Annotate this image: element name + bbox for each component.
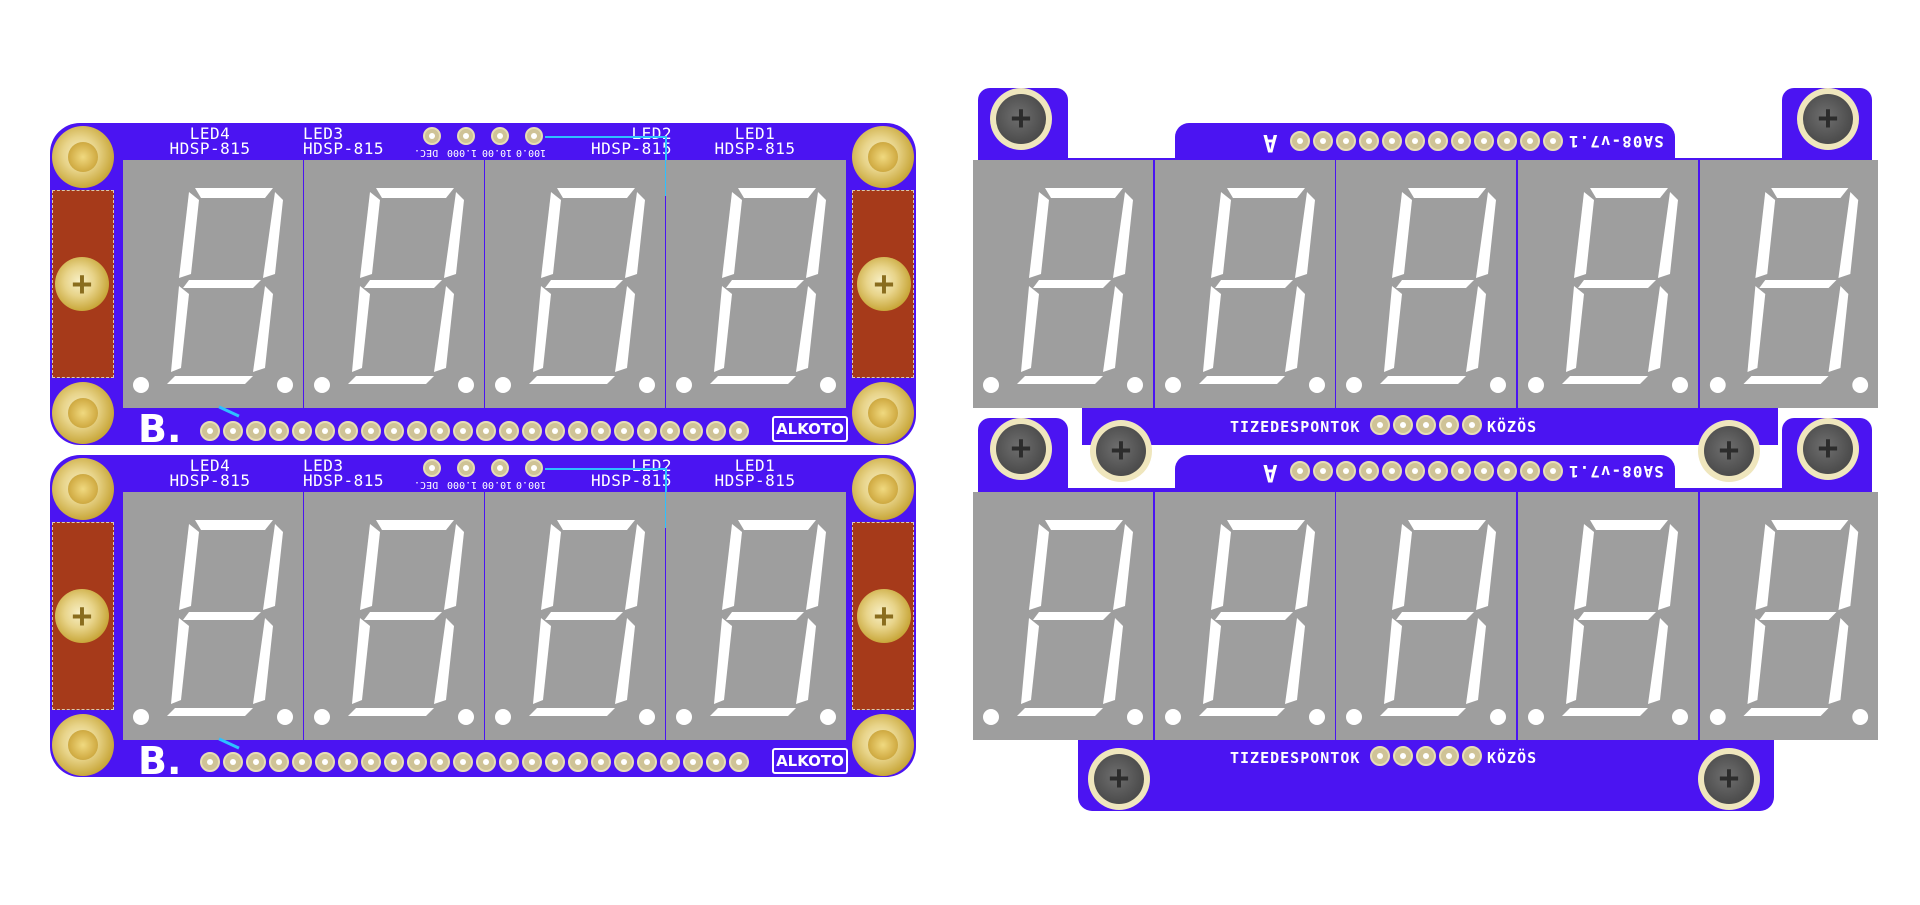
- screw-icon: +: [990, 418, 1052, 480]
- seven-segment-digit: [123, 492, 303, 740]
- header-pins: [200, 421, 770, 443]
- mounting-hole: [52, 458, 114, 520]
- dec-label: 100.0: [516, 147, 547, 158]
- trace: [545, 468, 665, 470]
- screw-icon: +: [1088, 748, 1150, 810]
- header-pins: [1290, 461, 1563, 483]
- screw-icon: +: [857, 589, 911, 643]
- screw-icon: +: [1698, 420, 1760, 482]
- version-label: SA08-v7.1: [1568, 462, 1664, 481]
- kozos-label: KÖZÖS: [1487, 418, 1538, 436]
- side-letter: B.: [138, 739, 182, 783]
- header-pins: [1290, 131, 1563, 153]
- dec-label: DEC.: [414, 147, 439, 158]
- seven-segment-digit: [666, 160, 846, 408]
- screw-icon: +: [1797, 418, 1859, 480]
- mounting-hole: [852, 126, 914, 188]
- dec-pin: [491, 127, 509, 145]
- tizedespontok-label: TIZEDESPONTOK: [1230, 418, 1361, 436]
- mounting-hole: [52, 126, 114, 188]
- mounting-hole: [52, 382, 114, 444]
- screw-icon: +: [1698, 748, 1760, 810]
- dec-label: 10.00: [482, 479, 513, 490]
- seven-segment-digit: [123, 160, 303, 408]
- seven-segment-digit: [1518, 160, 1698, 408]
- seven-segment-digit: [304, 160, 484, 408]
- trace: [545, 136, 665, 138]
- seven-segment-digit: [1336, 160, 1516, 408]
- seven-segment-digit: [1336, 492, 1516, 740]
- seven-segment-digit: [304, 492, 484, 740]
- seven-segment-digit: [1155, 160, 1335, 408]
- dec-label: 1.000: [447, 479, 478, 490]
- seven-segment-digit: [1155, 492, 1335, 740]
- screw-icon: +: [55, 589, 109, 643]
- seven-segment-digit: [973, 492, 1153, 740]
- side-letter: A: [1262, 129, 1278, 157]
- dec-label: 100.0: [516, 479, 547, 490]
- dec-pin: [457, 127, 475, 145]
- dec-label: 10.00: [482, 147, 513, 158]
- seven-segment-digit: [973, 160, 1153, 408]
- side-letter: A: [1262, 459, 1278, 487]
- seven-segment-digit: [485, 492, 665, 740]
- mounting-hole: [852, 458, 914, 520]
- screw-icon: +: [55, 257, 109, 311]
- dec-label: 1.000: [447, 147, 478, 158]
- screw-icon: +: [1797, 88, 1859, 150]
- alkoto-logo: ALKOTO: [772, 748, 848, 774]
- seven-segment-digit: [1700, 492, 1878, 740]
- mounting-hole: [52, 714, 114, 776]
- decimal-pins: [1370, 415, 1485, 437]
- dec-label: DEC.: [414, 479, 439, 490]
- screw-icon: +: [1090, 420, 1152, 482]
- version-label: SA08-v7.1: [1568, 132, 1664, 151]
- mounting-hole: [852, 714, 914, 776]
- decimal-pins: [1370, 746, 1485, 768]
- seven-segment-digit: [666, 492, 846, 740]
- dec-pin: [457, 459, 475, 477]
- mounting-hole: [852, 382, 914, 444]
- tizedespontok-label: TIZEDESPONTOK: [1230, 749, 1361, 767]
- screw-icon: +: [990, 88, 1052, 150]
- dec-pin: [423, 127, 441, 145]
- header-pins: [200, 752, 770, 774]
- side-letter: B.: [138, 407, 182, 451]
- kozos-label: KÖZÖS: [1487, 749, 1538, 767]
- dec-pin: [525, 127, 543, 145]
- alkoto-logo: ALKOTO: [772, 416, 848, 442]
- screw-icon: +: [857, 257, 911, 311]
- seven-segment-digit: [1700, 160, 1878, 408]
- seven-segment-digit: [485, 160, 665, 408]
- dec-pin: [423, 459, 441, 477]
- dec-pin: [525, 459, 543, 477]
- seven-segment-digit: [1518, 492, 1698, 740]
- dec-pin: [491, 459, 509, 477]
